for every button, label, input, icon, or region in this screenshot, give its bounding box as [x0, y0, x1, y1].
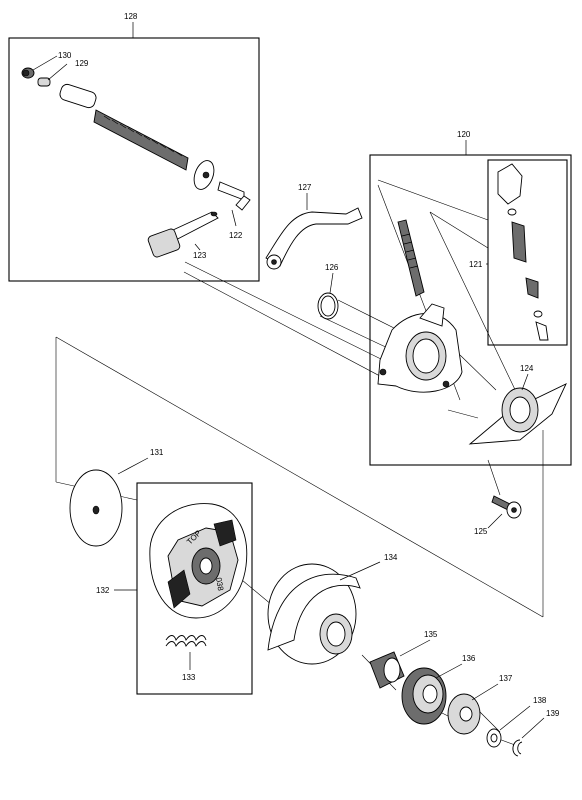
- clutch-132: TOP 038: [149, 503, 248, 619]
- e-clip-139: [512, 739, 523, 757]
- callout-139: 139: [546, 709, 560, 718]
- reference-lines: [55, 179, 544, 746]
- nut-130: [21, 67, 35, 79]
- bracket-127: [265, 207, 363, 270]
- oil-pump-120: [377, 219, 463, 393]
- pin-122: [217, 181, 251, 211]
- callout-122: 122: [229, 231, 243, 240]
- callout-124: 124: [520, 364, 534, 373]
- sprocket-136: [401, 667, 447, 725]
- callout-138: 138: [533, 696, 547, 705]
- valve-kit-121: [497, 163, 549, 341]
- callout-labels: 128 130 129 122 123 127 126 120 121 124 …: [58, 12, 560, 718]
- washer-131: [69, 469, 123, 547]
- callout-125: 125: [474, 527, 488, 536]
- worm-gear-124: [468, 383, 567, 445]
- washer-138: [486, 728, 502, 748]
- washer-137: [447, 693, 481, 735]
- leader-lines: [32, 22, 545, 739]
- washer-129: [37, 77, 51, 87]
- adjuster-screw: [59, 83, 215, 190]
- o-ring-126: [317, 292, 339, 320]
- group-box-120: [369, 154, 572, 466]
- callout-134: 134: [384, 553, 398, 562]
- group-box-128: [8, 37, 260, 282]
- clutch-038-marking: 038: [214, 577, 225, 592]
- callout-129: 129: [75, 59, 89, 68]
- callout-135: 135: [424, 630, 438, 639]
- callout-128: 128: [124, 12, 138, 21]
- lever-123: [147, 211, 219, 258]
- screw-125: [491, 495, 522, 519]
- callout-136: 136: [462, 654, 476, 663]
- callout-130: 130: [58, 51, 72, 60]
- callout-121: 121: [469, 260, 483, 269]
- callout-137: 137: [499, 674, 513, 683]
- needle-bearing-135: [369, 651, 405, 689]
- clutch-drum-134: [267, 563, 361, 665]
- callout-132: 132: [96, 586, 110, 595]
- callout-127: 127: [298, 183, 312, 192]
- group-box-121: [487, 159, 568, 346]
- callout-131: 131: [150, 448, 164, 457]
- callout-133: 133: [182, 673, 196, 682]
- callout-126: 126: [325, 263, 339, 272]
- callout-123: 123: [193, 251, 207, 260]
- callout-120: 120: [457, 130, 471, 139]
- spring-133: [165, 635, 207, 648]
